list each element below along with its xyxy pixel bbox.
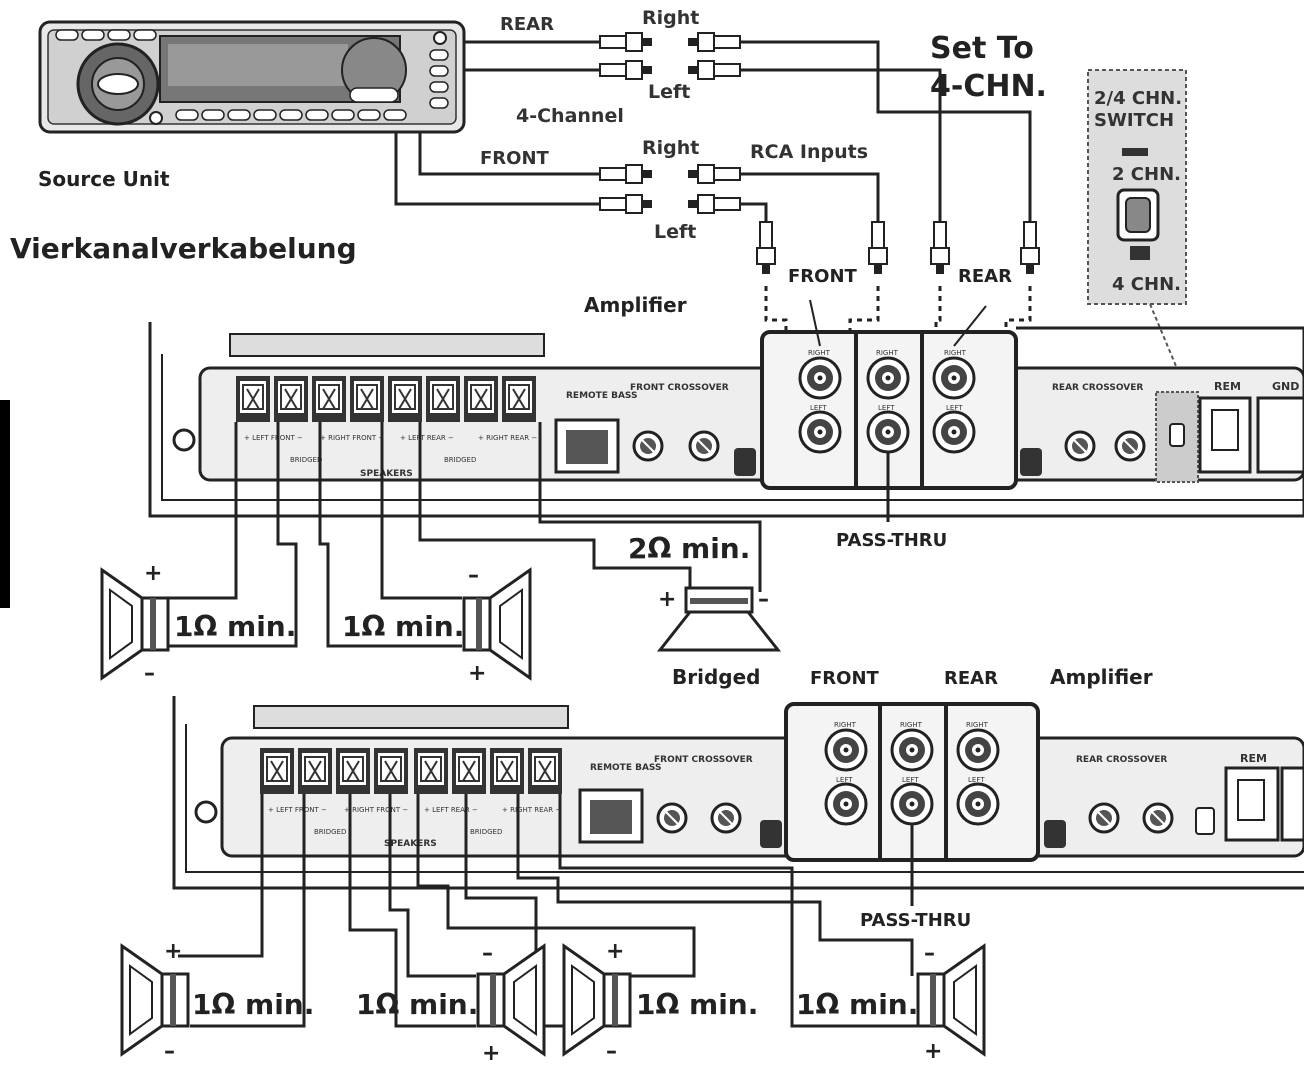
amp-top-pass-thru: PASS-THRU — [836, 530, 947, 551]
svg-text:RIGHT: RIGHT — [900, 721, 923, 729]
left-label-bottom: Left — [654, 221, 696, 243]
amp-bottom-pass-thru: PASS-THRU — [860, 910, 971, 931]
bottom-speaker-wires — [178, 794, 918, 1028]
svg-text:RIGHT: RIGHT — [808, 349, 831, 357]
left-label-top: Left — [648, 81, 690, 103]
svg-text:RIGHT: RIGHT — [944, 349, 967, 357]
svg-text:LEFT: LEFT — [810, 404, 827, 412]
amp-top-front-crossover: FRONT CROSSOVER — [630, 383, 729, 393]
speaker-top-3-label: 2Ω min. — [628, 532, 750, 565]
four-channel-label: 4-Channel — [516, 105, 624, 127]
svg-text:RIGHT: RIGHT — [966, 721, 989, 729]
svg-text:+ LEFT REAR −: + LEFT REAR − — [400, 434, 454, 442]
speaker-bottom-2-plus: + — [482, 1041, 500, 1066]
speaker-bottom-1-plus: + — [164, 939, 182, 964]
amplifier-bottom: + LEFT FRONT − + RIGHT FRONT − + LEFT RE… — [172, 696, 1304, 906]
speaker-top-3-plus: + — [658, 587, 676, 612]
speaker-top-1-minus: – — [144, 661, 155, 686]
svg-text:+ LEFT FRONT −: + LEFT FRONT − — [268, 806, 327, 814]
svg-text:+ RIGHT REAR −: + RIGHT REAR − — [478, 434, 537, 442]
amp-bottom-rear-crossover: REAR CROSSOVER — [1076, 755, 1167, 765]
channel-switch-callout — [1087, 69, 1187, 391]
amp-top-front-input: FRONT — [788, 266, 858, 287]
speaker-top-2-plus: + — [468, 661, 486, 686]
speaker-bottom-4-minus: – — [924, 941, 935, 966]
page-title: Vierkanalverkabelung — [10, 232, 357, 265]
speaker-bottom-4-label: 1Ω min. — [796, 988, 918, 1021]
speaker-top-2-minus: – — [468, 563, 479, 588]
amp-bottom-bridged: Bridged — [672, 665, 760, 689]
svg-text:LEFT: LEFT — [836, 776, 853, 784]
speaker-top-2-label: 1Ω min. — [342, 610, 464, 643]
speaker-bottom-2-minus: – — [482, 941, 493, 966]
svg-text:BRIDGED: BRIDGED — [470, 828, 502, 836]
side-tab-marker — [0, 400, 10, 608]
rear-label: REAR — [500, 14, 554, 35]
amplifier-top: + LEFT FRONT − + RIGHT FRONT − + LEFT RE… — [148, 299, 1304, 522]
amp-top-speakers: SPEAKERS — [360, 469, 413, 479]
svg-text:LEFT: LEFT — [968, 776, 985, 784]
right-label-top: Right — [642, 7, 699, 29]
switch-option-2ch: 2 CHN. — [1112, 164, 1181, 185]
svg-text:BRIDGED: BRIDGED — [290, 456, 322, 464]
speaker-bottom-4-plus: + — [924, 1039, 942, 1064]
svg-text:RIGHT: RIGHT — [834, 721, 857, 729]
amp-bottom-remote-bass: REMOTE BASS — [590, 763, 662, 773]
amp-bottom-speakers: SPEAKERS — [384, 839, 437, 849]
svg-text:BRIDGED: BRIDGED — [314, 828, 346, 836]
speaker-top-1-plus: + — [144, 561, 162, 586]
amp-bottom-label: Amplifier — [1050, 665, 1153, 689]
source-unit — [38, 20, 466, 134]
amp-top-rem: REM — [1214, 380, 1241, 393]
amp-bottom-rem: REM — [1240, 752, 1267, 765]
svg-text:LEFT: LEFT — [946, 404, 963, 412]
svg-text:LEFT: LEFT — [878, 404, 895, 412]
speaker-top-1-label: 1Ω min. — [174, 610, 296, 643]
amp-top-rear-crossover: REAR CROSSOVER — [1052, 383, 1143, 393]
switch-title-line1: 2/4 CHN. — [1094, 88, 1182, 109]
switch-option-4ch: 4 CHN. — [1112, 274, 1181, 295]
speaker-bottom-3-plus: + — [606, 939, 624, 964]
amp-top-gnd: GND — [1272, 380, 1299, 393]
amp-top-rear-input: REAR — [958, 266, 1012, 287]
svg-text:RIGHT: RIGHT — [876, 349, 899, 357]
svg-text:LEFT: LEFT — [902, 776, 919, 784]
switch-title-line2: SWITCH — [1094, 110, 1174, 131]
speaker-bottom-3-minus: – — [606, 1039, 617, 1064]
amp-bottom-rear: REAR — [944, 668, 998, 689]
speaker-bottom-1-label: 1Ω min. — [192, 988, 314, 1021]
speaker-top-3-minus: – — [758, 587, 769, 612]
amp-bottom-front-crossover: FRONT CROSSOVER — [654, 755, 753, 765]
svg-text:BRIDGED: BRIDGED — [444, 456, 476, 464]
speaker-bottom-3-label: 1Ω min. — [636, 988, 758, 1021]
speaker-bottom-2-label: 1Ω min. — [356, 988, 478, 1021]
subwoofer — [656, 586, 782, 652]
amp-top-label: Amplifier — [584, 293, 687, 317]
top-speakers — [100, 568, 782, 680]
amp-bottom-front: FRONT — [810, 668, 880, 689]
top-speaker-wires — [150, 422, 762, 648]
source-unit-label: Source Unit — [38, 167, 170, 191]
set-to-value: 4-CHN. — [930, 69, 1047, 104]
front-label: FRONT — [480, 148, 550, 169]
svg-text:+ LEFT REAR −: + LEFT REAR − — [424, 806, 478, 814]
rca-cables — [394, 40, 1032, 222]
speaker-bottom-1-minus: – — [164, 1039, 175, 1064]
svg-text:+ RIGHT FRONT −: + RIGHT FRONT − — [344, 806, 408, 814]
right-label-bottom: Right — [642, 137, 699, 159]
rca-inputs-label: RCA Inputs — [750, 141, 868, 163]
amp-top-remote-bass: REMOTE BASS — [566, 391, 638, 401]
svg-text:+ RIGHT FRONT −: + RIGHT FRONT − — [320, 434, 384, 442]
svg-text:+ LEFT FRONT −: + LEFT FRONT − — [244, 434, 303, 442]
svg-text:+ RIGHT REAR −: + RIGHT REAR − — [502, 806, 561, 814]
set-to-label: Set To — [930, 31, 1034, 66]
